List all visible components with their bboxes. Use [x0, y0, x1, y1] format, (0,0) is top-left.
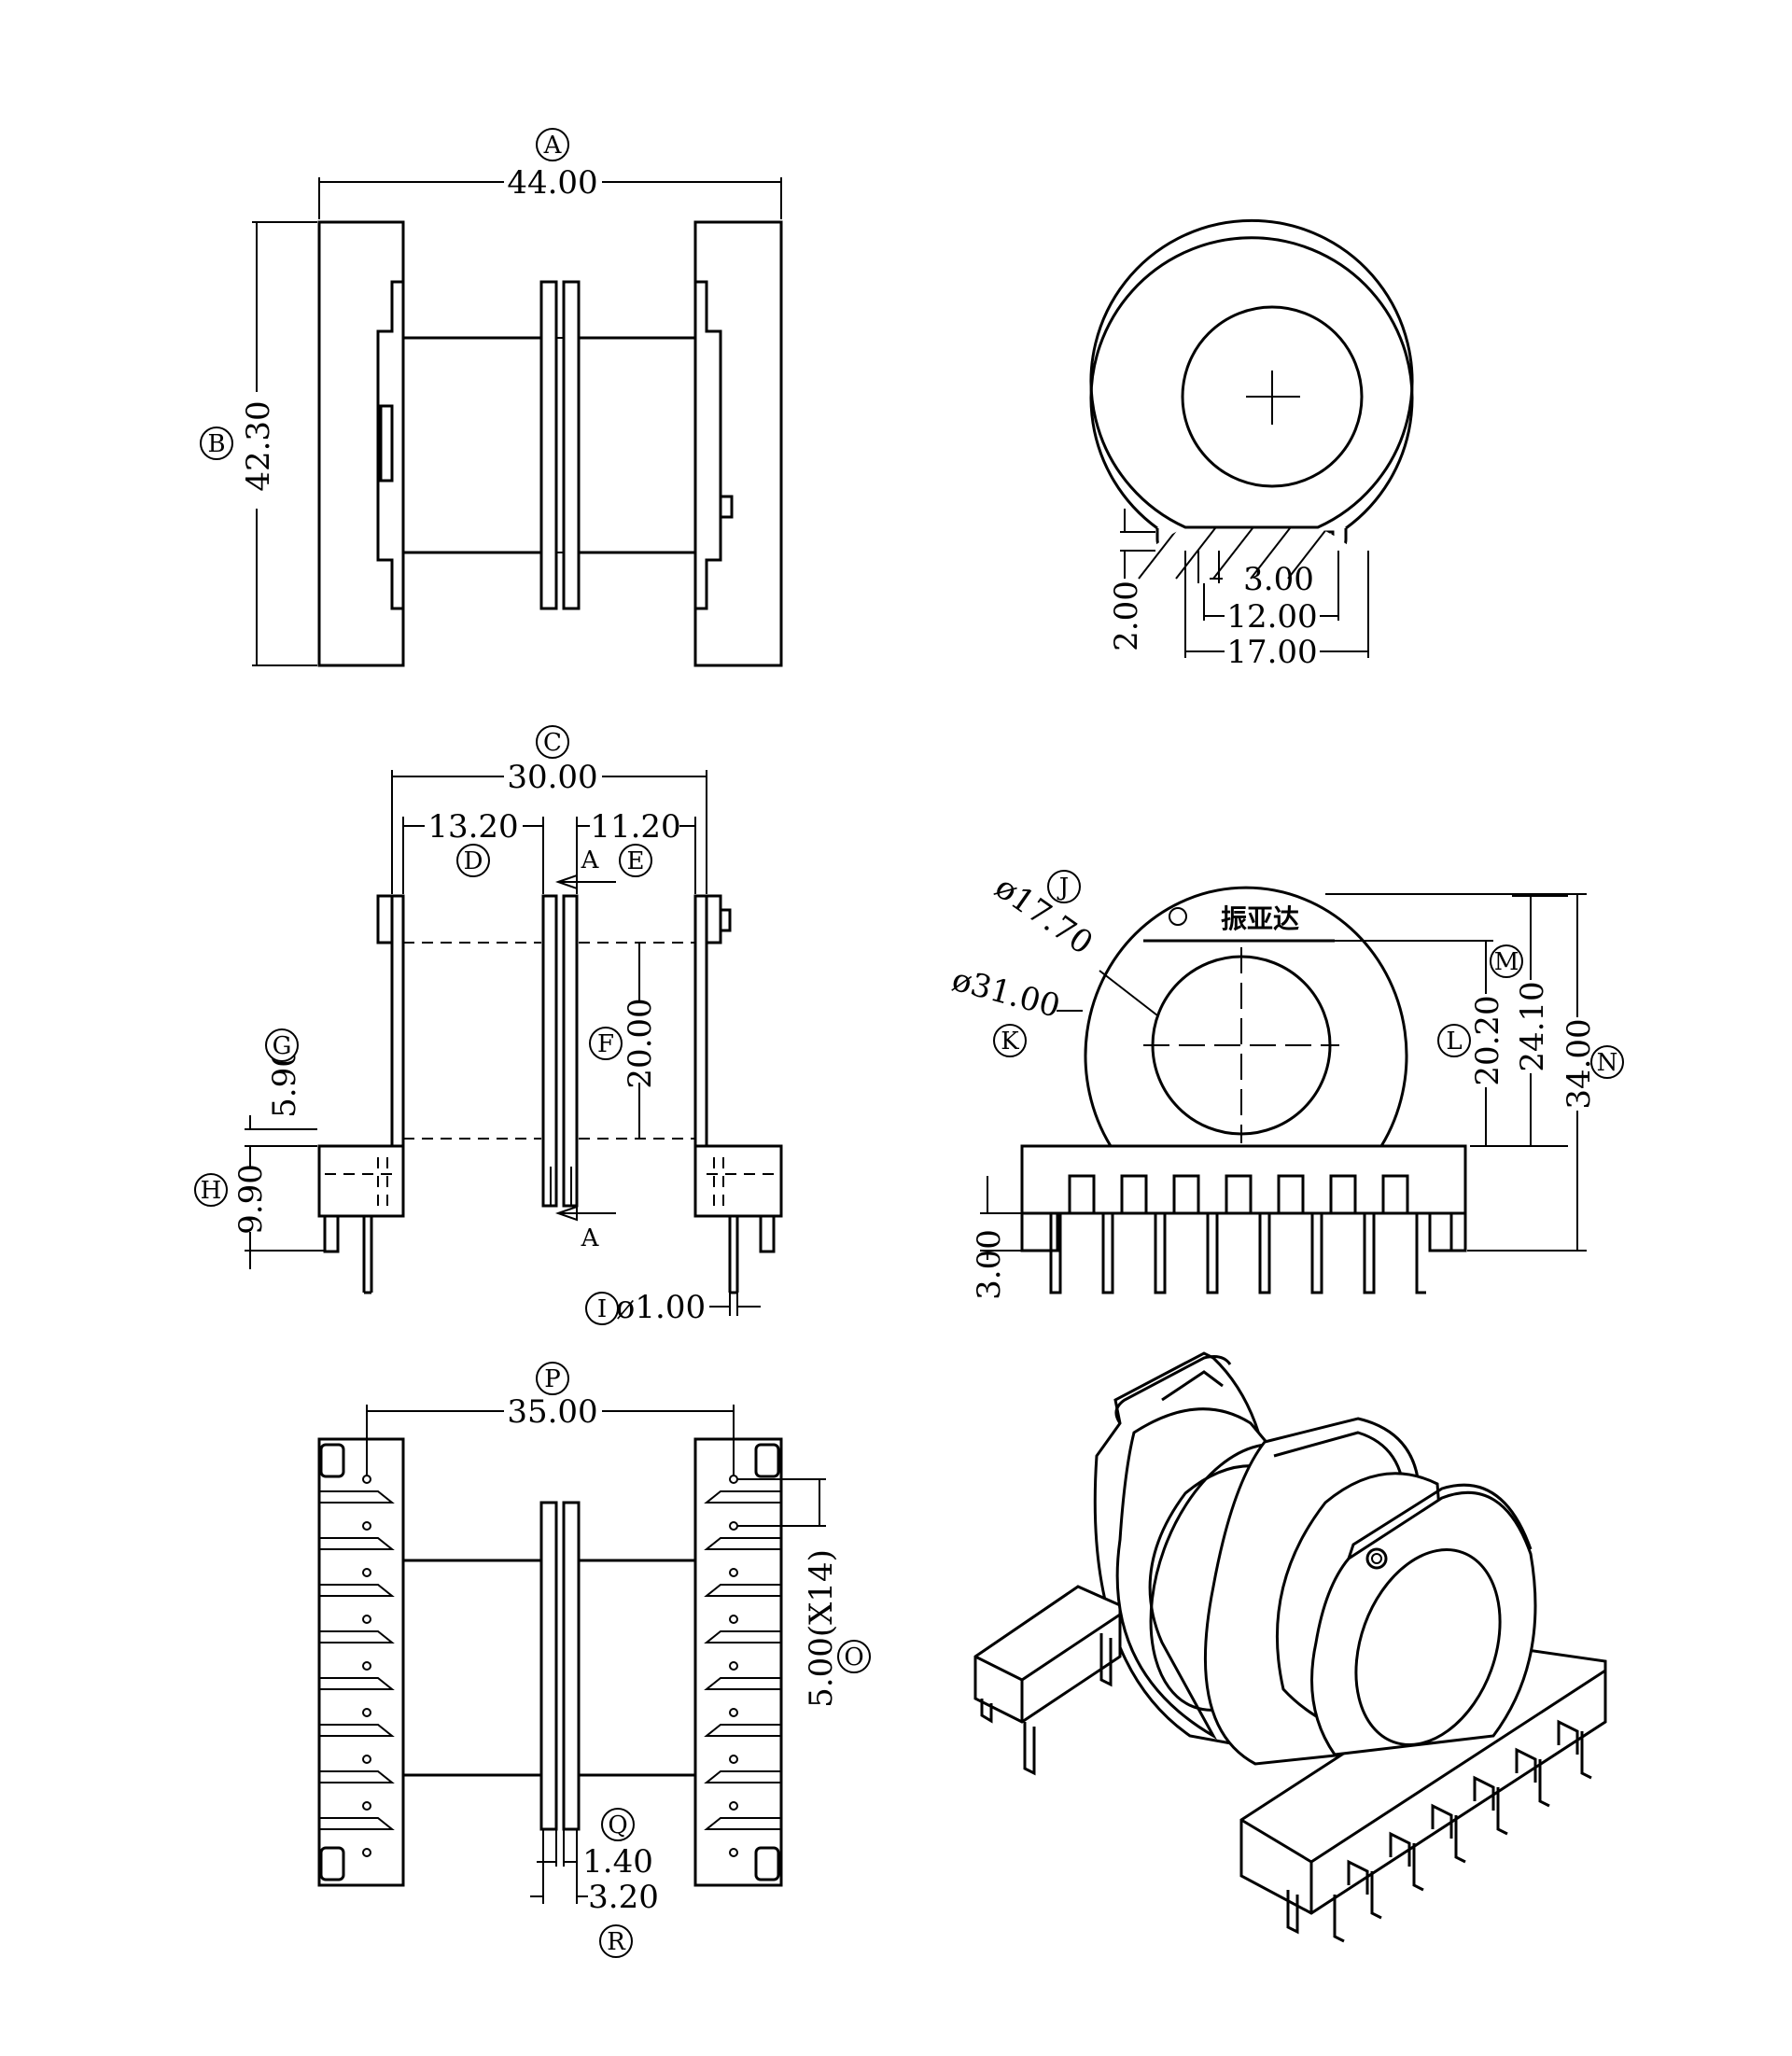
- label-C: C: [543, 729, 562, 757]
- label-I: I: [597, 1295, 607, 1323]
- isometric-view: [973, 1351, 1607, 1943]
- dim-B-value: 42.30: [240, 400, 277, 491]
- dim-R-value: 3.20: [588, 1879, 659, 1916]
- dim-base-width-value: 17.00: [1226, 634, 1317, 671]
- dim-L-value: 20.20: [1469, 995, 1506, 1085]
- dim-slot-spacing-value: 12.00: [1226, 598, 1317, 636]
- dim-M-value: 24.10: [1514, 981, 1551, 1071]
- dim-C-value: 30.00: [507, 759, 597, 796]
- dim-I-value: ø1.00: [616, 1289, 706, 1326]
- dim-slot-depth-value: 2.00: [1108, 580, 1145, 651]
- label-E: E: [627, 847, 645, 875]
- front-view: 30.00 C 13.20 D 11.20 E A A 20.00 F: [194, 725, 783, 1326]
- dim-Q-value: 1.40: [582, 1843, 653, 1881]
- dim-F-value: 20.00: [622, 998, 659, 1088]
- label-A: A: [543, 132, 563, 160]
- dim-J-value: ø17.70: [988, 869, 1099, 962]
- label-R: R: [607, 1928, 626, 1956]
- dim-A-value: 44.00: [507, 164, 597, 202]
- label-P: P: [544, 1365, 561, 1393]
- top-view: 44.00 A 42.30 B: [200, 128, 783, 667]
- label-K: K: [1001, 1028, 1019, 1056]
- section-mark-top: A: [581, 846, 600, 874]
- bottom-view: 35.00 P 5.00(X14) O 1.40 Q 3.20 R: [317, 1362, 871, 1958]
- dim-pin-height-value: 3.00: [971, 1229, 1008, 1300]
- label-L: L: [1446, 1028, 1462, 1056]
- brand-mark: 振亚达: [1221, 903, 1299, 934]
- label-G: G: [273, 1032, 292, 1060]
- dim-D-value: 13.20: [427, 808, 518, 846]
- dim-P-value: 35.00: [507, 1393, 597, 1431]
- label-D: D: [464, 847, 483, 875]
- label-B: B: [207, 430, 225, 458]
- label-Q: Q: [608, 1811, 627, 1839]
- label-M: M: [1494, 948, 1519, 976]
- label-F: F: [597, 1030, 614, 1058]
- label-N: N: [1597, 1049, 1618, 1077]
- end-view: 振亚达 ø17.7: [948, 869, 1624, 1300]
- dim-H-value: 9.90: [232, 1164, 270, 1235]
- dim-K-value: ø31.00: [948, 961, 1064, 1026]
- section-mark-bottom: A: [581, 1224, 600, 1252]
- dim-E-value: 11.20: [590, 808, 680, 846]
- dim-slot-width-value: 3.00: [1243, 561, 1314, 598]
- end-section-view: 3.00 12.00 17.00 2.00: [1089, 218, 1414, 834]
- dim-O-value: 5.00(X14): [803, 1549, 840, 1708]
- label-J: J: [1057, 874, 1069, 902]
- label-O: O: [844, 1643, 863, 1671]
- label-H: H: [201, 1177, 222, 1205]
